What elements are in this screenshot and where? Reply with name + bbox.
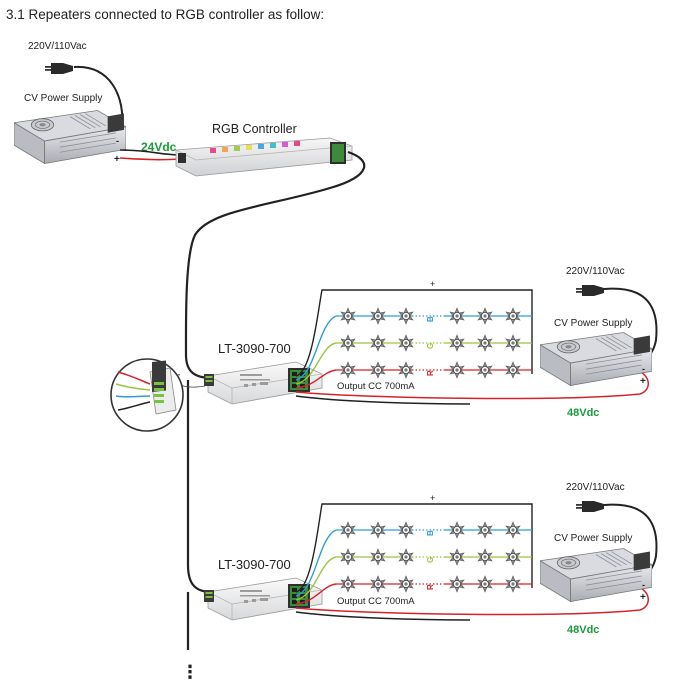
psu-plus-1: + — [640, 376, 646, 387]
power-supply-2 — [540, 548, 652, 602]
psu-plus-2: + — [640, 592, 646, 603]
output-green-wire-1 — [295, 342, 337, 385]
repeater-model-label-1: LT-3090-700 — [218, 341, 291, 356]
output-red-wire-1 — [295, 369, 337, 389]
power-supply-1 — [540, 332, 652, 386]
string-plus-label-1: + — [430, 279, 435, 289]
connector-zoom-bubble — [110, 358, 206, 432]
psu-minus-2: - — [642, 580, 645, 590]
mains-label-1: 220V/110Vac — [566, 266, 625, 277]
psu-black-wire-2 — [295, 611, 471, 621]
plug-icon-2 — [576, 501, 604, 512]
controller-to-repeater-cable — [184, 150, 366, 380]
output-green-wire-2 — [295, 556, 337, 601]
psu-voltage-label-1: 48Vdc — [567, 407, 599, 419]
trunk-cable-1 — [186, 380, 213, 594]
repeater-block-1: LT-3090-700 + B G R — [204, 266, 658, 419]
string-plus-label-2: + — [430, 493, 435, 503]
page-heading: 3.1 Repeaters connected to RGB controlle… — [6, 7, 324, 22]
mains-label-2: 220V/110Vac — [566, 482, 625, 493]
channel-g-label-2: G — [426, 557, 435, 563]
channel-g-label-1: G — [426, 343, 435, 349]
plug-icon-1 — [576, 285, 604, 296]
output-blue-wire-2 — [295, 529, 337, 597]
power-supply-top — [14, 110, 126, 164]
controller-voltage-label: 24Vdc — [141, 140, 177, 154]
output-black-wire-2 — [295, 503, 533, 593]
output-blue-wire-1 — [295, 315, 337, 381]
psu-minus-1: - — [642, 364, 645, 374]
output-current-label-1: Output CC 700mA — [337, 381, 415, 392]
power-supply-label-top: CV Power Supply — [24, 93, 102, 104]
psu-black-wire-1 — [295, 395, 471, 405]
power-supply-label-2: CV Power Supply — [554, 533, 632, 544]
power-supply-label-1: CV Power Supply — [554, 318, 632, 329]
controller-label: RGB Controller — [212, 122, 297, 136]
repeater-model-label-2: LT-3090-700 — [218, 557, 291, 572]
psu-red-wire-1 — [295, 371, 649, 400]
repeater-block-2: LT-3090-700 + B G R — [204, 482, 658, 636]
channel-r-label-2: R — [426, 584, 435, 590]
channel-r-label-1: R — [426, 370, 435, 376]
channel-b-label-1: B — [426, 316, 435, 322]
psu-minus-top: - — [116, 136, 119, 146]
channel-b-label-2: B — [426, 530, 435, 536]
rgb-controller — [175, 137, 353, 177]
psu-red-wire-2 — [295, 587, 649, 616]
psu-plus-top: + — [114, 154, 120, 165]
plug-icon — [45, 63, 73, 74]
continuation-dots: ⋮ — [181, 662, 199, 680]
output-black-wire-1 — [295, 289, 533, 377]
output-red-wire-2 — [295, 583, 337, 605]
mains-label-top: 220V/110Vac — [28, 41, 87, 52]
psu-voltage-label-2: 48Vdc — [567, 624, 599, 636]
output-current-label-2: Output CC 700mA — [337, 596, 415, 607]
psu-red-wire-top — [119, 157, 183, 161]
